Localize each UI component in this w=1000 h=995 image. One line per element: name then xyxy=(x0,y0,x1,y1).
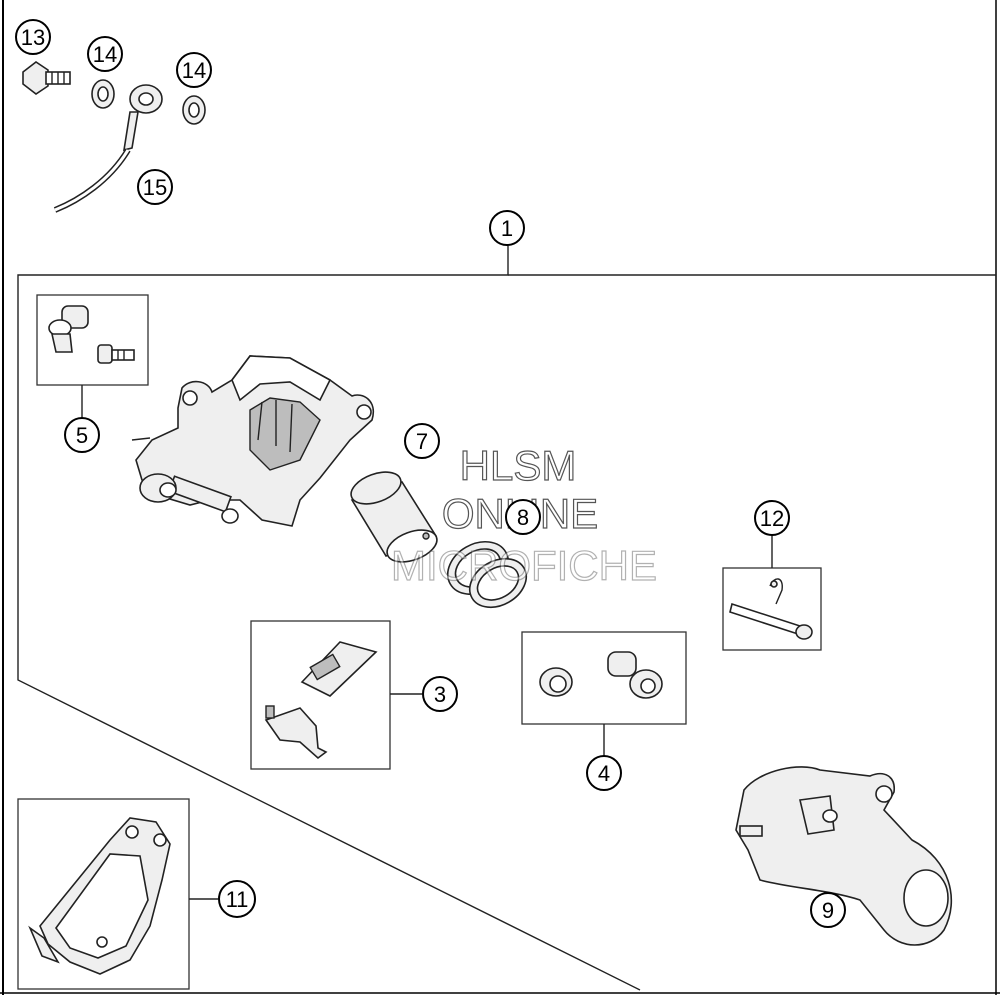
callout-11: 11 xyxy=(218,880,256,918)
pad-pin-part xyxy=(729,578,813,640)
callout-7-label: 7 xyxy=(416,429,428,454)
callout-9: 9 xyxy=(810,892,846,928)
callout-14-left: 14 xyxy=(87,36,123,72)
callout-3-label: 3 xyxy=(434,682,446,707)
washer-part-left xyxy=(91,79,115,109)
callout-12-label: 12 xyxy=(760,506,784,531)
brake-line-part xyxy=(53,84,163,213)
callout-14-left-label: 14 xyxy=(93,42,117,67)
callout-12: 12 xyxy=(754,500,790,536)
callout-3: 3 xyxy=(422,676,458,712)
guide-bushing-part xyxy=(539,651,663,699)
assembly-boundary xyxy=(17,246,996,991)
callout-11-label: 11 xyxy=(226,887,249,912)
bleeder-fitting-part xyxy=(48,305,135,364)
banjo-bolt-part xyxy=(22,61,71,95)
callout-14-right: 14 xyxy=(176,52,212,88)
watermark-line-1: HLSM xyxy=(460,442,577,489)
callout-8: 8 xyxy=(505,499,541,535)
callout-14-right-label: 14 xyxy=(182,58,206,83)
kit-box-3 xyxy=(250,620,391,770)
caliper-body-part xyxy=(131,355,375,527)
watermark-line-3: MICROFICHE xyxy=(391,542,657,589)
kit-box-11 xyxy=(17,798,190,990)
piston-part xyxy=(350,471,438,563)
piston-seal-part xyxy=(447,540,528,609)
callout-1-label: 1 xyxy=(501,216,513,241)
callout-5-label: 5 xyxy=(76,423,88,448)
callout-4: 4 xyxy=(586,755,622,791)
brake-pads-part xyxy=(28,817,171,975)
callout-9-label: 9 xyxy=(822,898,834,923)
callout-7: 7 xyxy=(404,423,440,459)
pad-spring-part xyxy=(264,641,378,760)
kit-box-5 xyxy=(36,294,149,386)
callout-5: 5 xyxy=(64,417,100,453)
callout-15: 15 xyxy=(137,169,173,205)
callout-15-label: 15 xyxy=(143,175,167,200)
callout-1: 1 xyxy=(489,210,525,246)
callout-8-label: 8 xyxy=(517,505,529,530)
callout-13: 13 xyxy=(15,19,51,55)
caliper-bracket-part xyxy=(735,766,953,946)
callout-4-label: 4 xyxy=(598,761,610,786)
callout-13-label: 13 xyxy=(21,25,45,50)
watermark: HLSM ONLINE MICROFICHE xyxy=(390,441,657,589)
washer-part-right xyxy=(182,95,206,125)
